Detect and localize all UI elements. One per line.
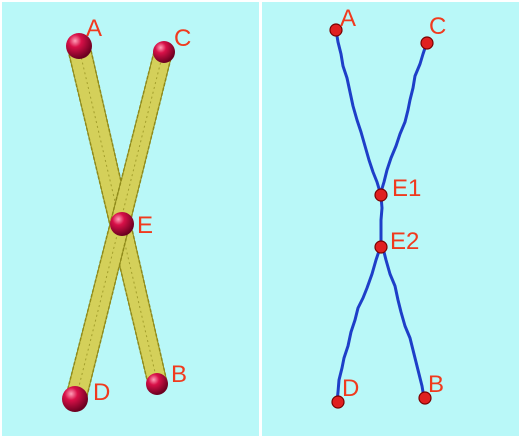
label-a: A	[340, 5, 356, 32]
node-e1	[374, 188, 388, 202]
tube-model-panel: A C E B D	[2, 2, 259, 436]
atom-a	[66, 33, 92, 59]
label-b: B	[428, 371, 444, 398]
label-e1: E1	[392, 175, 421, 202]
label-d: D	[342, 375, 359, 402]
chain-e1-e2	[379, 194, 384, 248]
atom-e	[110, 212, 134, 236]
chain-a-e1	[334, 28, 382, 194]
node-a	[329, 23, 343, 37]
chain-e2-d	[335, 246, 382, 404]
node-d	[331, 395, 345, 409]
atom-c	[153, 41, 175, 63]
label-d: D	[93, 379, 110, 406]
chain-trace-svg: A C E1 E2 D B	[262, 2, 519, 436]
chain-trace-panel: A C E1 E2 D B	[262, 2, 519, 436]
label-e2: E2	[390, 228, 419, 255]
node-e2	[374, 240, 388, 254]
right-background	[262, 2, 519, 436]
label-b: B	[171, 361, 187, 388]
atom-d	[62, 386, 88, 412]
label-c: C	[174, 25, 191, 52]
label-c: C	[429, 13, 446, 40]
label-a: A	[86, 15, 102, 42]
chain-c-e1	[379, 40, 429, 194]
node-b	[418, 391, 432, 405]
node-c	[420, 36, 434, 50]
label-e: E	[137, 212, 153, 239]
chain-e2-b	[381, 246, 426, 400]
tube-model-svg: A C E B D	[2, 2, 259, 436]
atom-b	[146, 373, 168, 395]
